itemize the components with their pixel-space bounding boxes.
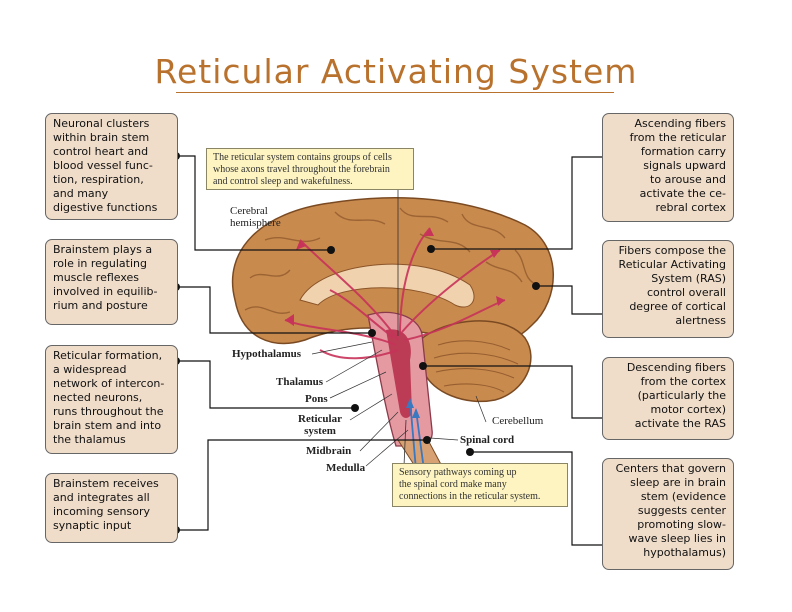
connector-lines xyxy=(176,155,608,546)
label-medulla: Medulla xyxy=(326,462,366,474)
cerebellum-shape xyxy=(419,320,532,403)
corpus-callosum xyxy=(299,263,475,308)
fiber-arrowheads xyxy=(285,228,505,326)
caption-reticular-system: The reticular system contains groups of … xyxy=(206,148,414,190)
label-reticular-system: Reticular system xyxy=(298,413,342,437)
info-box-ascending-fibers: Ascending fibers from the reticular form… xyxy=(602,113,734,222)
info-box-ras-alertness: Fibers compose the Reticular Activating … xyxy=(602,240,734,338)
caption-sensory-pathways: Sensory pathways coming up the spinal co… xyxy=(392,463,568,507)
label-cerebellum: Cerebellum xyxy=(492,415,544,427)
label-midbrain: Midbrain xyxy=(306,445,352,457)
info-box-sensory-input: Brainstem receives and integrates all in… xyxy=(45,473,178,543)
info-box-muscle-reflexes: Brainstem plays a role in regulating mus… xyxy=(45,239,178,325)
title-underline xyxy=(176,92,614,93)
info-box-neuronal-clusters: Neuronal clusters within brain stem cont… xyxy=(45,113,178,220)
label-hypothalamus: Hypothalamus xyxy=(232,348,302,360)
label-cerebral-hemisphere: Cerebral hemisphere xyxy=(230,205,281,229)
cerebellum-folds xyxy=(433,340,519,393)
info-box-descending-fibers: Descending fibers from the cortex (parti… xyxy=(602,357,734,440)
label-pons: Pons xyxy=(305,393,328,405)
info-box-reticular-formation: Reticular formation, a widespread networ… xyxy=(45,345,178,454)
label-spinal-cord: Spinal cord xyxy=(460,434,515,446)
label-thalamus: Thalamus xyxy=(276,376,324,388)
page-title: Reticular Activating System xyxy=(154,52,638,91)
info-box-sleep-centers: Centers that govern sleep are in brain s… xyxy=(602,458,734,570)
